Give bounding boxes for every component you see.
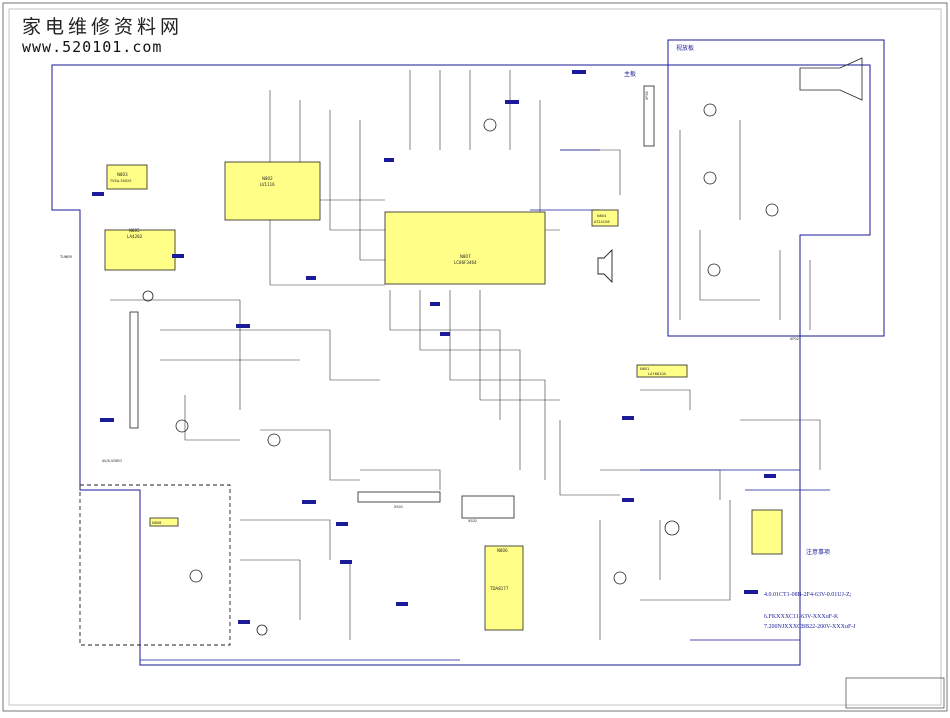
ic-n803-part: TV5A-3002S xyxy=(109,179,132,183)
ic-n806-part: TDA8177 xyxy=(489,586,509,591)
ic-n806-body xyxy=(484,545,524,631)
ic-n808-body xyxy=(149,517,179,527)
main-board-label: 主板 xyxy=(624,70,636,78)
ic-n805-body xyxy=(104,229,176,271)
ic-n803-ref: N803 xyxy=(117,172,128,177)
note-line-2: 6.FKXXXC11-63V-XXXuF-K xyxy=(764,614,839,620)
ic-n807-part: LC86F3464 xyxy=(454,260,477,265)
ic-n801-part: LA76810A xyxy=(648,372,667,376)
connector-main-label: XS01 xyxy=(394,505,403,509)
ic-n806-ref: N806 xyxy=(497,548,508,553)
note-line-3: 7.200NJXXXCBB22-200V-XXXuF-J xyxy=(764,624,856,630)
connector-av-label: AV/S-VIDEO xyxy=(102,459,122,463)
connector-tuner-label: TUNER xyxy=(59,255,73,259)
ic-n801-body xyxy=(636,364,688,378)
power-section-dashed xyxy=(79,484,231,646)
main-board-boundary xyxy=(51,64,871,666)
ic-n805-ref: N805 xyxy=(129,228,140,233)
title-block xyxy=(845,677,945,709)
ic-n804-body xyxy=(591,209,619,227)
ic-flyback-body xyxy=(751,509,783,555)
ic-n802-body xyxy=(224,161,321,221)
connector-xp02-label: XP02 xyxy=(790,337,799,341)
connector-fbt-label: XS02 xyxy=(468,519,477,523)
connector-av-strip xyxy=(129,311,139,429)
connector-main-strip xyxy=(357,491,441,503)
note-line-1: 4.0.01CT1-08B-2F4-63V-0.01UJ-Z; xyxy=(764,592,852,598)
sheet-inner-frame xyxy=(8,8,942,706)
bus-wires xyxy=(110,70,821,640)
connector-video-strip xyxy=(643,85,655,147)
blue-wires xyxy=(140,149,830,661)
video-board-label: 视放板 xyxy=(676,44,694,52)
speaker-symbol xyxy=(597,248,613,284)
watermark-title: 家电维修资料网 xyxy=(22,16,184,38)
ic-n802-ref: N802 xyxy=(262,176,273,181)
net-label-tags xyxy=(92,70,776,624)
ic-n804-ref: N804 xyxy=(597,214,607,218)
transistor-glyphs xyxy=(142,103,779,636)
ic-n801-ref: N801 xyxy=(640,367,649,371)
crt-neck-symbol xyxy=(799,57,863,101)
connector-fbt-strip xyxy=(461,495,515,519)
ic-n805-part: LA4282 xyxy=(127,234,143,239)
ic-n802-part: LV1116 xyxy=(260,182,275,187)
ic-n808-ref: N808 xyxy=(152,521,161,525)
ic-n804-part: AT24C08 xyxy=(594,220,610,224)
watermark-url: www.520101.com xyxy=(22,38,163,56)
ic-n807-ref: N807 xyxy=(460,254,471,259)
video-board-box xyxy=(667,39,885,337)
ic-n803-body xyxy=(106,164,148,190)
connector-video-label: XP01 xyxy=(645,91,649,100)
notes-title: 注意事项 xyxy=(806,548,830,556)
ic-n807-body xyxy=(384,211,546,285)
